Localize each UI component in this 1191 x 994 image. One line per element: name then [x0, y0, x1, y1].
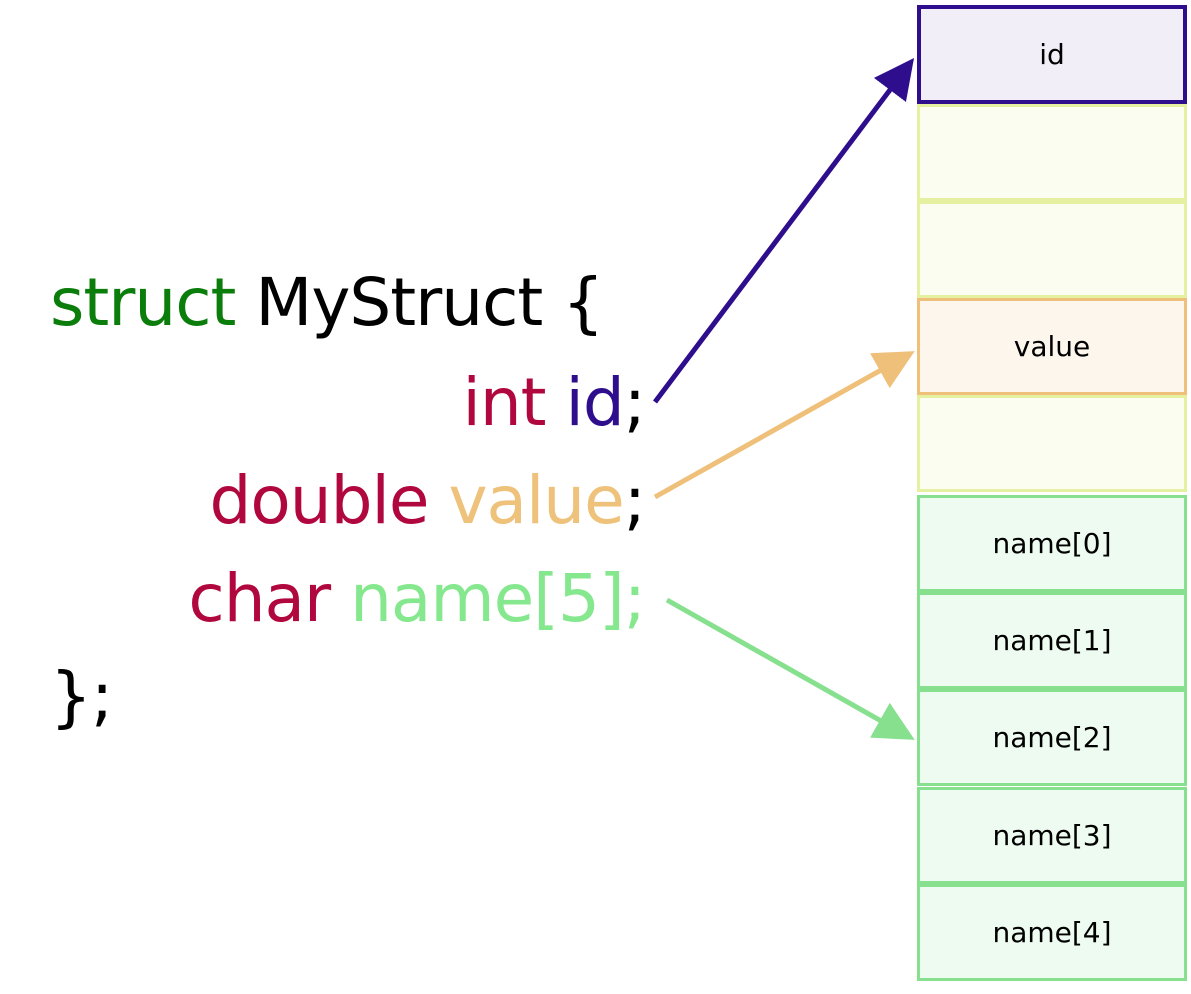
memory-cell-name-3: name[3] — [917, 787, 1187, 884]
memory-cell-name-1: name[1] — [917, 592, 1187, 689]
name-field-name: name[5]; — [350, 560, 646, 637]
struct-keyword: struct — [50, 264, 236, 341]
id-field-name: id — [565, 364, 625, 441]
int-type: int — [462, 364, 546, 441]
char-type: char — [188, 560, 331, 637]
memory-cell-value: value — [917, 298, 1187, 395]
memory-cell-name-0: name[0] — [917, 495, 1187, 592]
code-line-close: }; — [50, 664, 113, 730]
close-brace: }; — [50, 658, 113, 735]
code-line-struct-header: struct MyStruct { — [50, 270, 604, 336]
memory-cell-padding-2 — [917, 201, 1187, 298]
memory-cell-name-2: name[2] — [917, 689, 1187, 786]
arrow-value-to-memory — [653, 351, 915, 500]
memory-cell-padding-3 — [917, 395, 1187, 492]
id-semicolon: ; — [623, 364, 646, 441]
value-semicolon: ; — [623, 462, 646, 539]
memory-cell-padding-1 — [917, 104, 1187, 201]
memory-cell-name-4: name[4] — [917, 884, 1187, 981]
memory-cell-id: id — [917, 5, 1187, 104]
value-field-name: value — [448, 462, 624, 539]
struct-name: MyStruct — [255, 264, 543, 341]
open-brace: { — [562, 264, 604, 341]
double-type: double — [209, 462, 430, 539]
code-line-name: char name[5]; — [188, 566, 646, 632]
arrow-name-to-memory — [665, 597, 915, 740]
code-line-value: double value; — [210, 468, 646, 534]
code-line-id: int id; — [462, 370, 646, 436]
arrow-id-to-memory — [653, 58, 915, 404]
